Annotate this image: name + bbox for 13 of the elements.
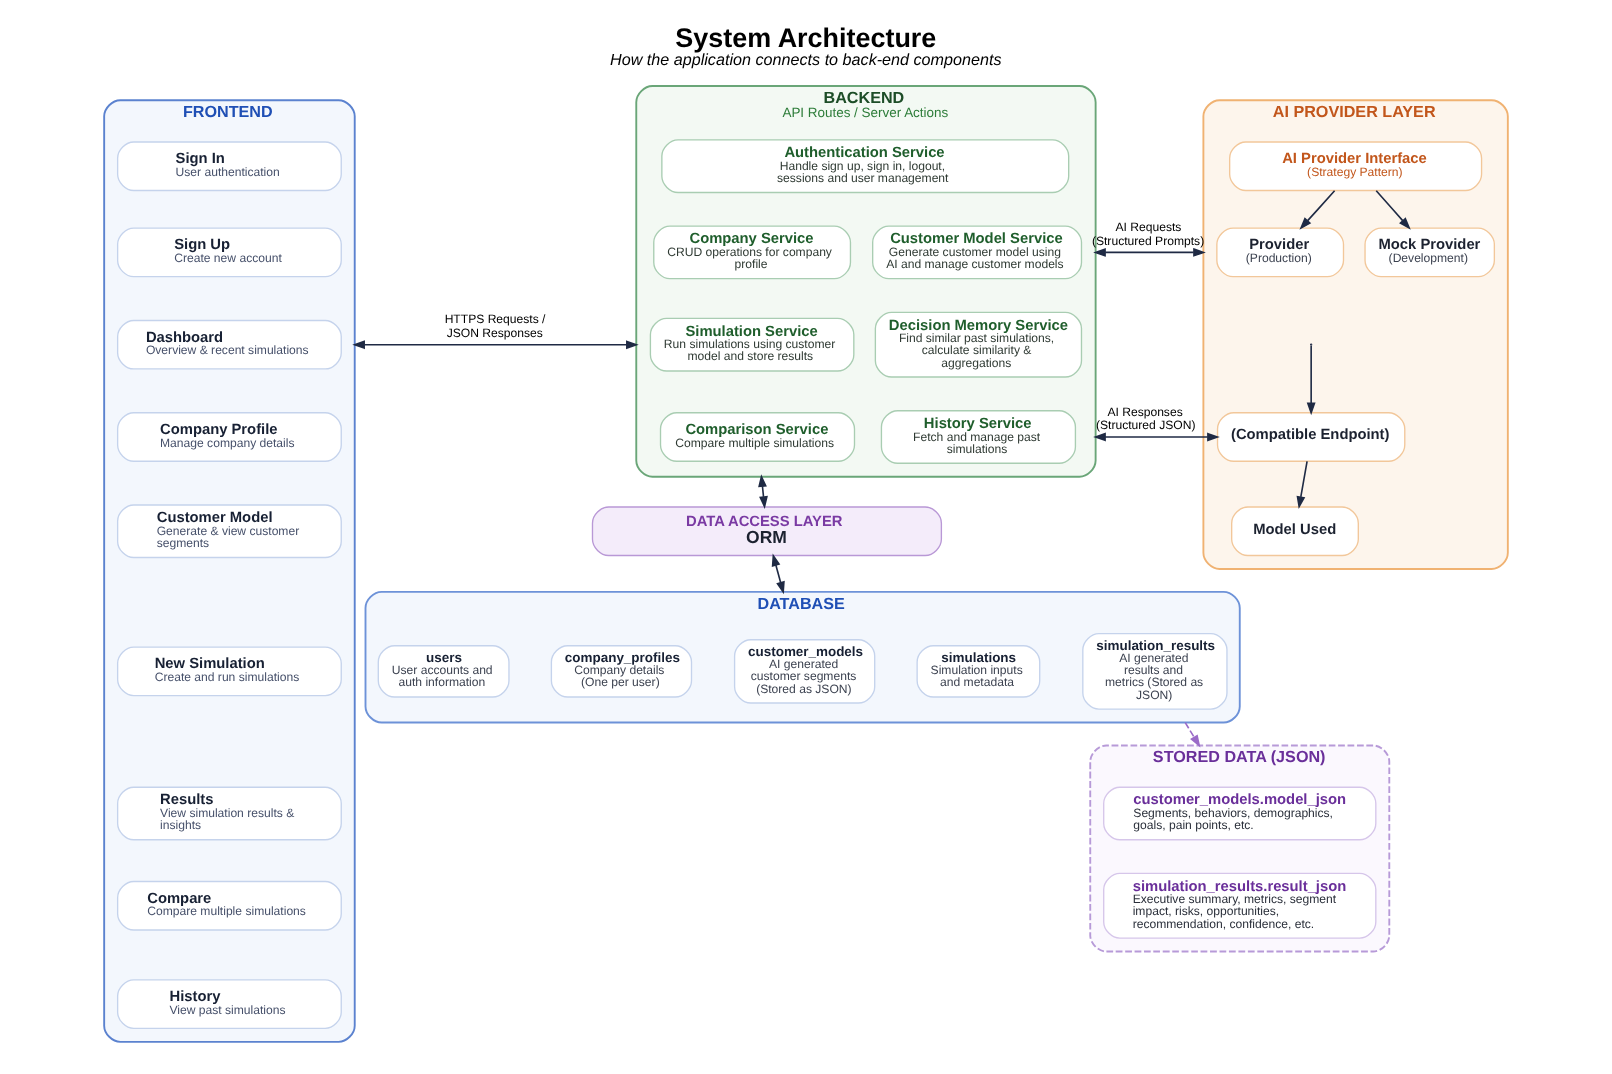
node-box: DATA ACCESS LAYER ORM bbox=[591, 506, 943, 557]
arrow bbox=[352, 340, 639, 350]
arrow bbox=[1093, 248, 1206, 257]
arrow bbox=[1093, 432, 1220, 442]
arrow bbox=[1299, 190, 1336, 230]
arrow bbox=[1306, 345, 1316, 416]
arrow bbox=[1184, 721, 1201, 748]
node-box: Model Used bbox=[1231, 506, 1359, 557]
diagram-title: System Architecture bbox=[675, 23, 937, 53]
arrow bbox=[1296, 460, 1308, 509]
arrow bbox=[771, 553, 785, 595]
arrow bbox=[1375, 190, 1411, 230]
node-box: (Compatible Endpoint) bbox=[1216, 412, 1406, 462]
